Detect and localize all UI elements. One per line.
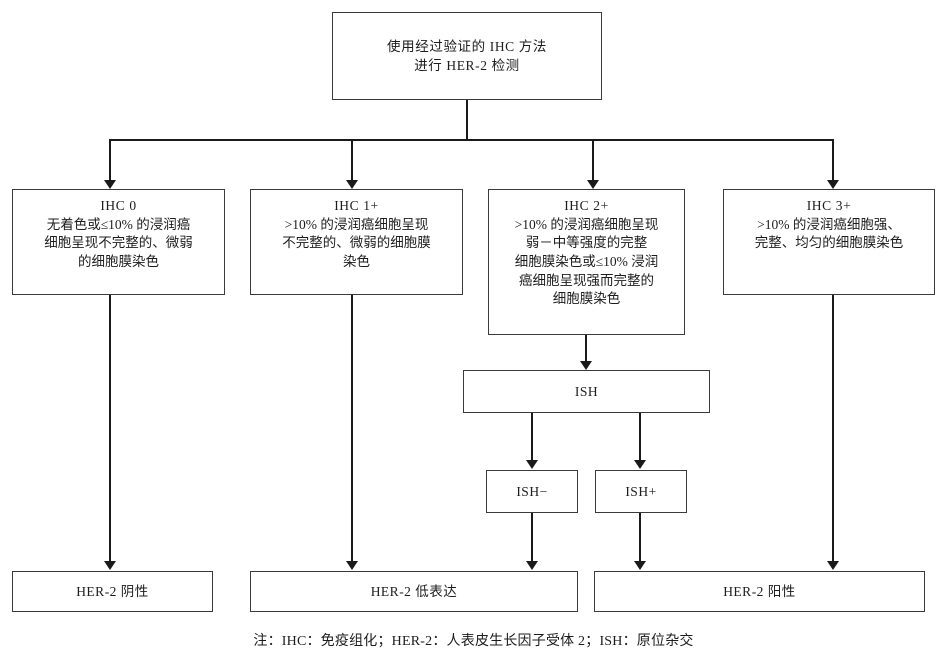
arrow-positive-from-ihc3 (827, 561, 839, 570)
arrow-low-from-ihc1 (346, 561, 358, 570)
line-ish-to-ishneg (531, 413, 533, 461)
ihc-3-title: IHC 3+ (806, 198, 852, 213)
line-ihc2-to-ish (585, 335, 587, 362)
ihc-1-line-3: 染色 (343, 253, 370, 269)
ish-negative-label: ISH− (516, 483, 548, 499)
ish-positive-box: ISH+ (595, 470, 687, 513)
arrow-ish (580, 361, 592, 370)
line-ishpos-to-positive (639, 513, 641, 562)
ihc-2-line-2: 弱－中等强度的完整 (525, 235, 648, 251)
arrow-ihc3 (827, 180, 839, 189)
root-line-2: 进行 HER-2 检测 (414, 57, 520, 73)
line-ishneg-to-low (531, 513, 533, 562)
ihc-1-line-2: 不完整的、微弱的细胞膜 (282, 235, 431, 251)
ihc-1-box: IHC 1+ >10% 的浸润癌细胞呈现 不完整的、微弱的细胞膜 染色 (250, 189, 463, 295)
line-ihc3-to-positive (832, 295, 834, 562)
ihc-0-line-1: 无着色或≤10% 的浸润癌 (46, 216, 191, 232)
line-ish-to-ishpos (639, 413, 641, 461)
root-stem (466, 100, 468, 140)
arrow-ihc1 (346, 180, 358, 189)
arrow-ihc2 (587, 180, 599, 189)
distributor-bar (110, 139, 834, 141)
drop-line-ihc1 (351, 139, 353, 181)
root-box: 使用经过验证的 IHC 方法 进行 HER-2 检测 (332, 12, 602, 100)
outcome-negative-box: HER-2 阴性 (12, 571, 213, 612)
line-ihc1-to-low (351, 295, 353, 562)
arrow-low-from-ishneg (526, 561, 538, 570)
ihc-0-box: IHC 0 无着色或≤10% 的浸润癌 细胞呈现不完整的、微弱 的细胞膜染色 (12, 189, 225, 295)
ihc-2-line-3: 细胞膜染色或≤10% 浸润 (514, 253, 659, 269)
outcome-low-box: HER-2 低表达 (250, 571, 578, 612)
outcome-positive-box: HER-2 阳性 (594, 571, 925, 612)
ish-positive-label: ISH+ (625, 483, 657, 499)
ihc-1-line-1: >10% 的浸润癌细胞呈现 (284, 216, 429, 232)
ihc-0-line-2: 细胞呈现不完整的、微弱 (44, 235, 193, 251)
drop-line-ihc0 (109, 139, 111, 181)
drop-line-ihc2 (592, 139, 594, 181)
root-line-1: 使用经过验证的 IHC 方法 (387, 38, 547, 54)
arrow-ishpos (634, 460, 646, 469)
drop-line-ihc3 (832, 139, 834, 181)
outcome-positive-label: HER-2 阳性 (723, 583, 796, 599)
ihc-1-title: IHC 1+ (334, 198, 379, 213)
ihc-2-box: IHC 2+ >10% 的浸润癌细胞呈现 弱－中等强度的完整 细胞膜染色或≤10… (488, 189, 685, 335)
arrow-ishneg (526, 460, 538, 469)
ihc-0-line-3: 的细胞膜染色 (78, 253, 159, 269)
ihc-0-title: IHC 0 (100, 198, 137, 213)
ish-negative-box: ISH− (486, 470, 578, 513)
ish-box: ISH (463, 370, 710, 413)
footnote: 注：IHC：免疫组化；HER-2：人表皮生长因子受体 2；ISH：原位杂交 (253, 634, 694, 649)
outcome-low-label: HER-2 低表达 (370, 583, 458, 599)
ihc-2-title: IHC 2+ (564, 198, 609, 213)
arrow-positive-from-ishpos (634, 561, 646, 570)
arrow-ihc0 (104, 180, 116, 189)
ihc-2-line-4: 癌细胞呈现强而完整的 (519, 272, 654, 288)
outcome-negative-label: HER-2 阴性 (76, 583, 149, 599)
ihc-3-box: IHC 3+ >10% 的浸润癌细胞强、 完整、均匀的细胞膜染色 (723, 189, 935, 295)
ihc-2-line-5: 细胞膜染色 (552, 291, 621, 307)
ish-label: ISH (574, 383, 599, 399)
arrow-negative (104, 561, 116, 570)
ihc-2-line-1: >10% 的浸润癌细胞呈现 (514, 216, 659, 232)
line-ihc0-to-negative (109, 295, 111, 562)
ihc-3-line-2: 完整、均匀的细胞膜染色 (754, 235, 904, 251)
ihc-3-line-1: >10% 的浸润癌细胞强、 (757, 216, 901, 232)
